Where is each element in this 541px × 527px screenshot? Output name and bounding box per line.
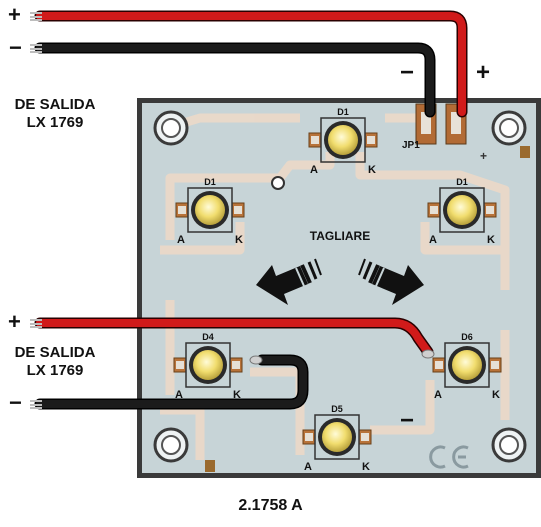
led-pad-solder	[361, 433, 369, 441]
led-anode-label: A	[310, 164, 318, 176]
mid-left-plus: +	[8, 309, 21, 334]
bottom-output-label-line2: LX 1769	[26, 362, 84, 379]
led-designator: D1	[456, 177, 468, 187]
top-left-plus: +	[8, 2, 21, 27]
top-output-label: DE SALIDA LX 1769	[0, 96, 110, 132]
led-component: D5A K	[302, 404, 372, 473]
led-lens	[195, 195, 225, 225]
led-outline	[185, 342, 231, 388]
led-pad-solder	[430, 206, 438, 214]
center-cut-text: TAGLIARE	[310, 229, 370, 243]
led-pad-solder	[176, 361, 184, 369]
led-cathode-label: K	[368, 164, 376, 176]
cut-arrow-left	[256, 258, 322, 305]
led-component: D1A K	[175, 177, 245, 246]
led-designator: D1	[204, 177, 216, 187]
led-component: D4A K	[173, 332, 243, 401]
led-outline	[314, 414, 360, 460]
bottom-output-label-line1: DE SALIDA	[14, 344, 96, 361]
led-cathode-label: K	[492, 389, 500, 401]
top-minus-sign: −	[400, 59, 414, 86]
led-lens	[447, 195, 477, 225]
led-component: D6A K	[432, 332, 502, 401]
led-anode-label: A	[175, 389, 183, 401]
jp1-label: JP1	[402, 140, 420, 151]
led-component: D1A K	[427, 177, 497, 246]
led-cathode-label: K	[235, 234, 243, 246]
led-anode-label: A	[304, 461, 312, 473]
led-pad-solder	[311, 136, 319, 144]
top-output-label-line1: DE SALIDA	[14, 96, 96, 113]
top-left-minus: −	[9, 35, 22, 60]
led-pad-solder	[234, 206, 242, 214]
led-anode-label: A	[429, 234, 437, 246]
wire-solder-joints	[249, 349, 435, 365]
led-cathode-label: K	[487, 234, 495, 246]
led-cathode-label: K	[233, 389, 241, 401]
led-outline	[444, 342, 490, 388]
power-wires	[34, 10, 468, 410]
led-cathode-label: K	[362, 461, 370, 473]
led-designator: D4	[202, 332, 214, 342]
led-pad-solder	[486, 206, 494, 214]
led-lens	[322, 422, 352, 452]
mounting-holes	[153, 110, 527, 463]
led-pad-solder	[491, 361, 499, 369]
top-plus-sign: +	[476, 59, 490, 86]
led-anode-label: A	[434, 389, 442, 401]
led-pad-solder	[367, 136, 375, 144]
led-pad-solder	[178, 206, 186, 214]
wire-tips	[30, 12, 42, 409]
led-outline	[187, 187, 233, 233]
bottom-output-label: DE SALIDA LX 1769	[0, 344, 110, 380]
corner-pads	[205, 146, 530, 472]
bottom-left-minus: −	[9, 390, 22, 415]
led-lens	[193, 350, 223, 380]
led-outline	[320, 117, 366, 163]
led-anode-label: A	[177, 234, 185, 246]
cut-arrow-right	[358, 258, 424, 305]
led-pad-solder	[435, 361, 443, 369]
led-designator: D5	[331, 404, 343, 414]
led-component: D1A K	[308, 107, 378, 176]
top-output-label-line2: LX 1769	[26, 114, 84, 131]
bottom-right-minus-sign: −	[400, 407, 414, 434]
led-outline	[439, 187, 485, 233]
board-plus-mark: +	[480, 149, 487, 163]
led-lens	[452, 350, 482, 380]
led-pad-solder	[232, 361, 240, 369]
led-lens	[328, 125, 358, 155]
led-designator: D6	[461, 332, 473, 342]
led-designator: D1	[337, 107, 349, 117]
ce-mark	[429, 445, 469, 469]
led-pad-solder	[305, 433, 313, 441]
figure-caption: 2.1758 A	[238, 497, 303, 514]
